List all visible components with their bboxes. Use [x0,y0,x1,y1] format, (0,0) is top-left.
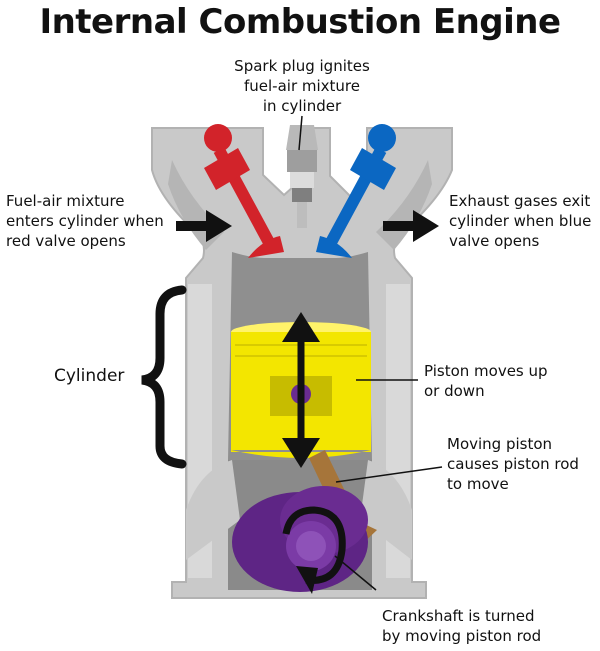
page-title: Internal Combustion Engine [39,2,561,42]
intake-arrow-icon [176,210,232,242]
leader-lines [298,115,443,591]
crankshaft-label: Crankshaft is turned by moving piston ro… [382,607,542,645]
exhaust-arrow-icon [383,210,439,242]
intake-valve [204,124,284,258]
intake-label: Fuel-air mixture enters cylinder when re… [6,192,164,250]
rotation-arrow-icon [282,506,346,594]
spark-plug-label: Spark plug ignites fuel-air mixture in c… [234,57,370,115]
exhaust-label: Exhaust gases exit cylinder when blue va… [449,192,592,250]
piston-label: Piston moves up or down [424,362,548,400]
piston-rod-label: Moving piston causes piston rod to move [447,435,579,493]
cylinder-label: Cylinder [54,366,125,386]
cylinder-brace [141,285,187,469]
spark-plug [286,125,318,228]
exhaust-valve [316,124,396,258]
up-down-arrow-icon [282,312,320,468]
